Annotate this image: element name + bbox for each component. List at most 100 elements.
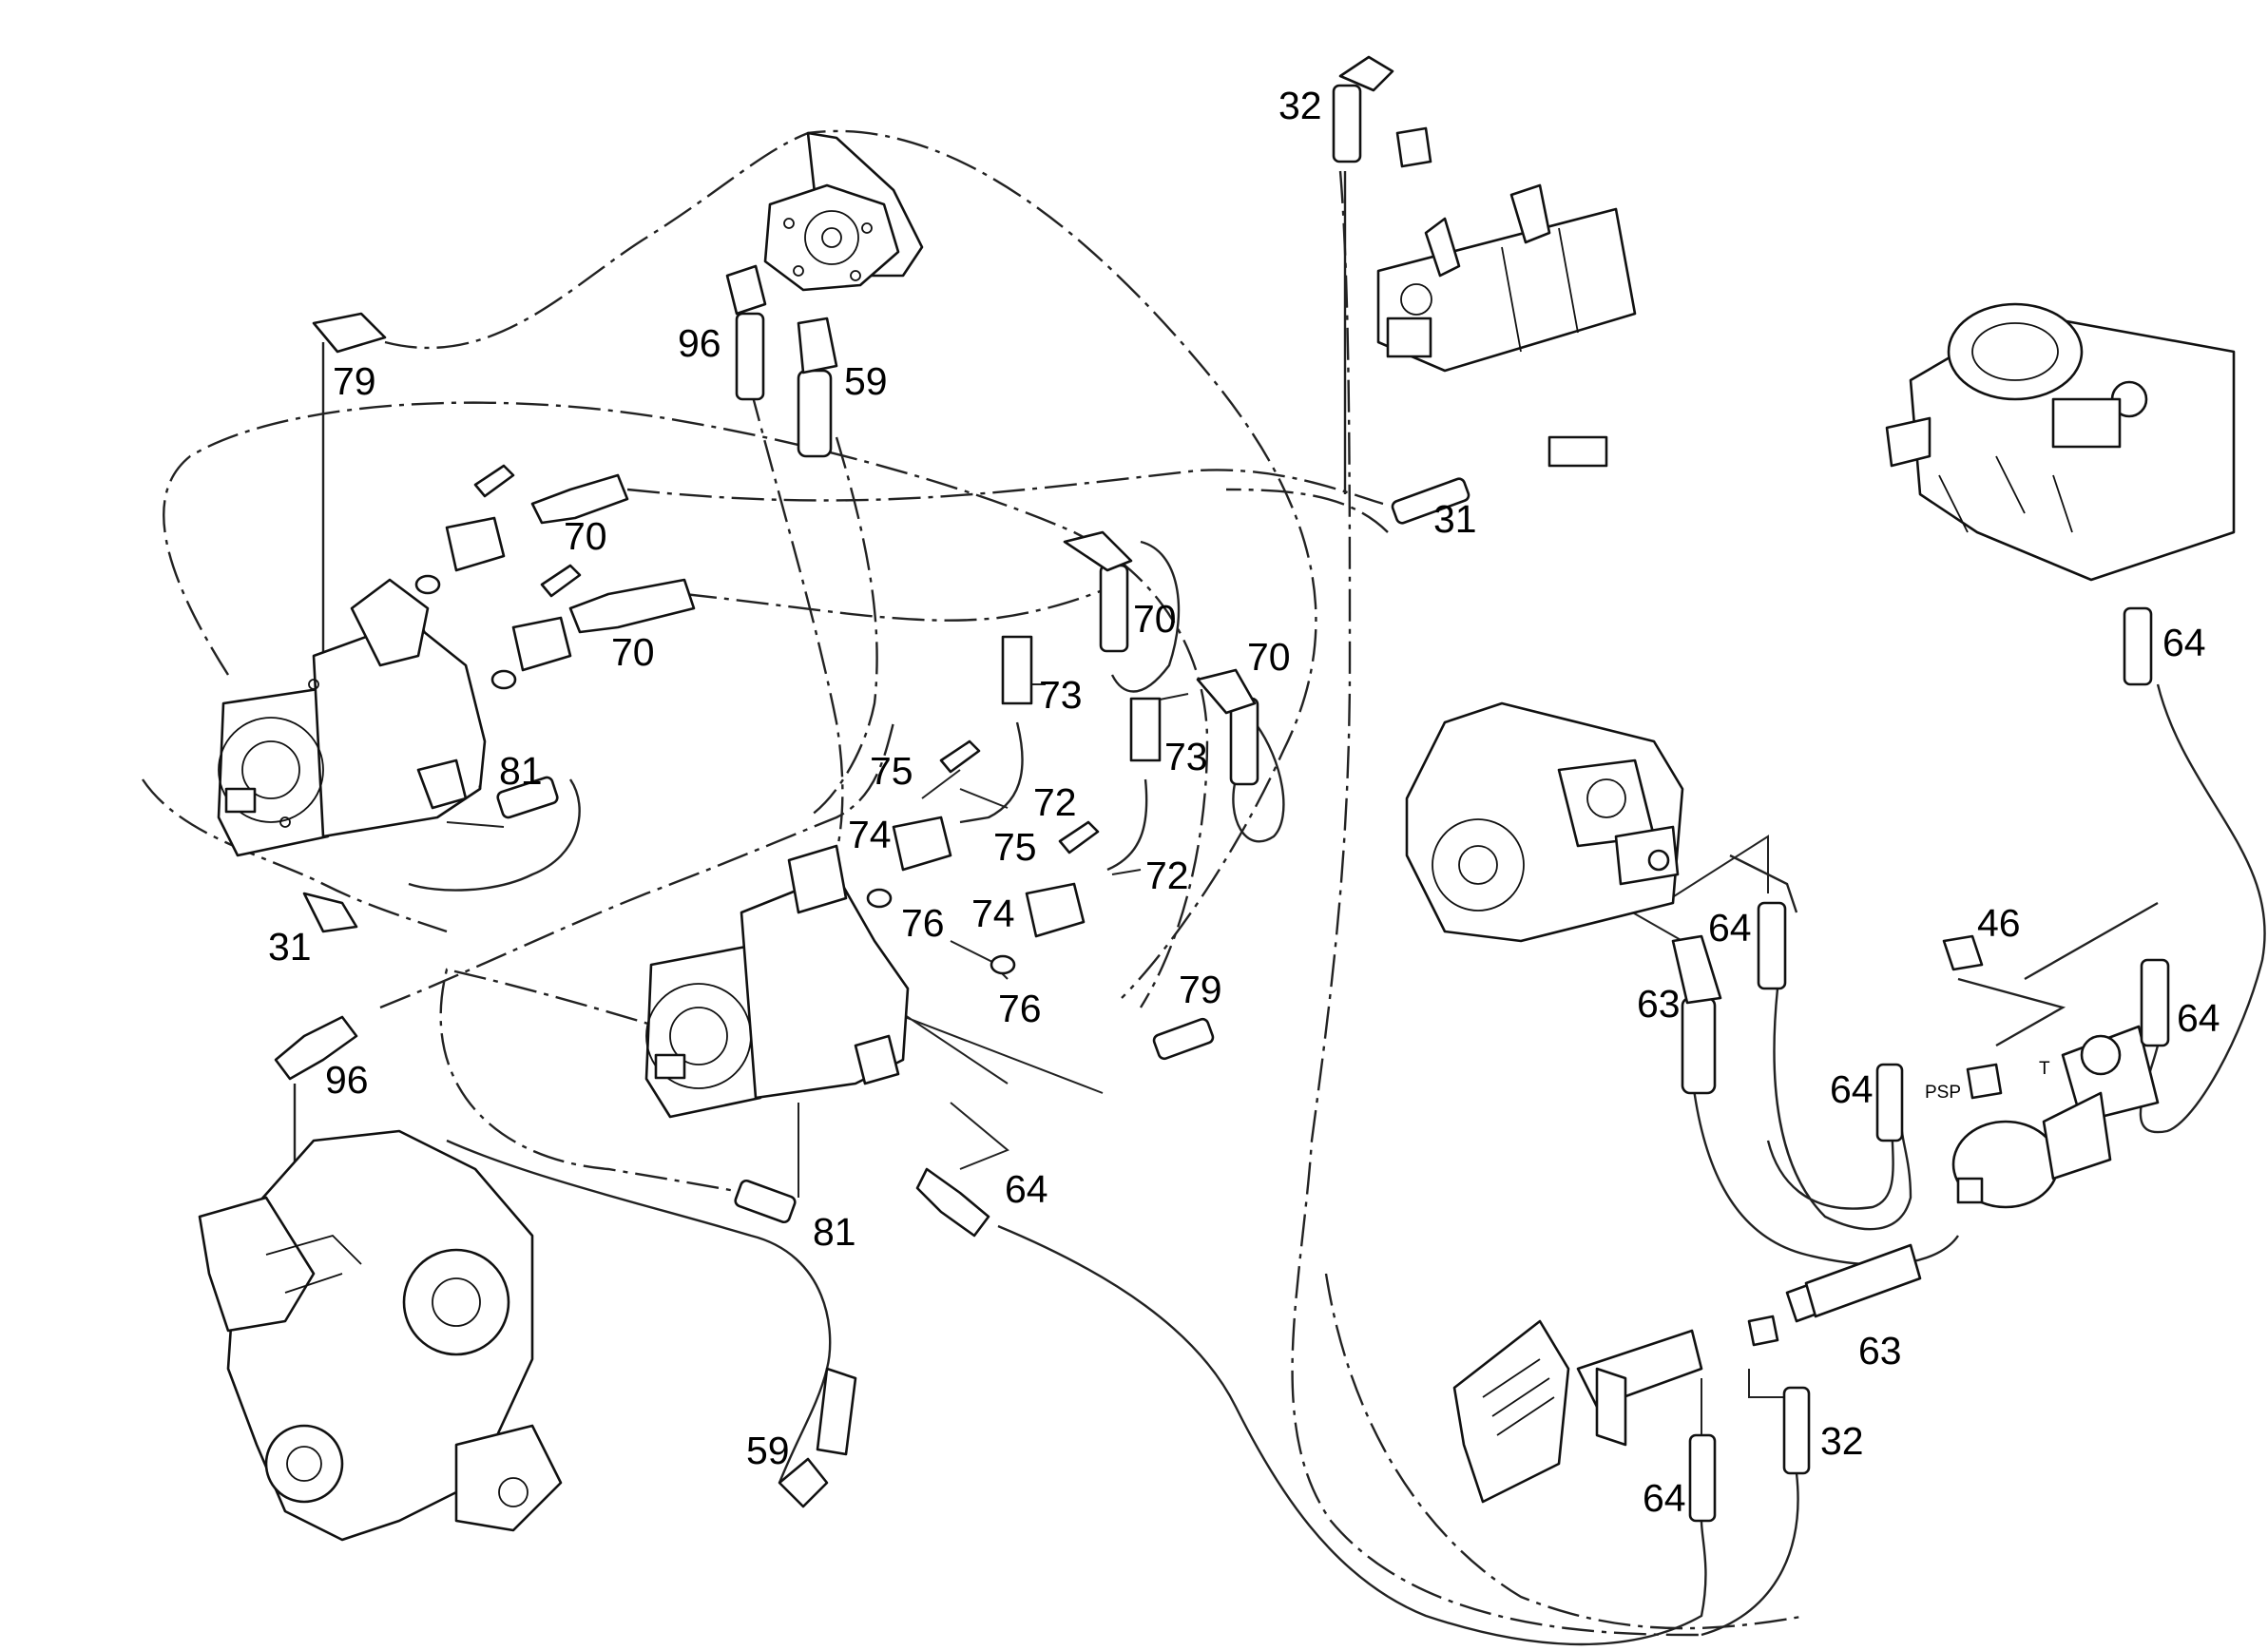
hose-64-pump	[1757, 901, 1787, 990]
callout-79-mid: 79	[1179, 968, 1222, 1011]
fitting-psp	[1966, 1063, 2003, 1100]
pipe-valve-lead	[1729, 854, 1798, 913]
pipe-64-mid	[1773, 988, 1912, 1231]
hose-64-center	[915, 1167, 990, 1238]
callout-79-top: 79	[333, 359, 376, 403]
callout-31-left: 31	[268, 925, 312, 969]
fitting-79-mid	[1152, 1017, 1215, 1061]
callout-59-upper: 59	[844, 359, 888, 403]
callout-81-right: 81	[813, 1210, 856, 1254]
callout-73-a: 73	[1039, 673, 1083, 717]
pipe-81-to-motor	[408, 778, 581, 892]
fitting-81-right	[734, 1179, 797, 1224]
flange-74-a	[892, 816, 952, 872]
hose-32-top	[1332, 84, 1362, 163]
leader-81-left	[446, 821, 505, 828]
flange-74-b	[1025, 882, 1086, 938]
callout-74-b: 74	[971, 892, 1015, 935]
tee-73-b	[1129, 697, 1162, 762]
hose-63-manifold	[1804, 1243, 1922, 1318]
route-left-big-loop	[142, 778, 448, 933]
callout-73-b: 73	[1164, 735, 1208, 778]
callout-96-lower: 96	[325, 1058, 369, 1102]
route-63-to-pump	[1225, 488, 1389, 533]
route-59-mid	[807, 436, 878, 818]
callout-64-bottom: 64	[1643, 1476, 1686, 1520]
callout-labels: 32 79 96 59 31 70 70 70 70 73 73 81 75 7…	[268, 84, 2220, 1520]
callout-64-upper-right: 64	[2162, 621, 2206, 664]
callout-32-bottom: 32	[1820, 1419, 1864, 1463]
callout-76-a: 76	[901, 901, 945, 945]
callout-72-b: 72	[1145, 854, 1189, 897]
callout-76-b: 76	[998, 987, 1042, 1030]
pipe-64-psp	[1766, 1111, 1894, 1210]
route-70-upper	[626, 469, 1384, 506]
callout-64-psp: 64	[1830, 1067, 1874, 1111]
callout-74-a: 74	[848, 813, 892, 856]
fitting-31-left	[302, 892, 358, 933]
pipe-64-center	[997, 1224, 1707, 1646]
callout-70-c: 70	[1133, 597, 1177, 641]
hose-59-upper	[797, 369, 833, 458]
fitting-79-top	[312, 312, 387, 354]
route-right-bottom	[1324, 1273, 1807, 1630]
hose-96-upper	[735, 312, 765, 401]
hose-70-b	[568, 578, 696, 634]
callout-70-d: 70	[1247, 635, 1291, 679]
pipe-32-bottom	[1701, 1472, 1799, 1637]
callout-63-pump: 63	[1637, 982, 1681, 1026]
leader-72-upper	[959, 788, 1009, 809]
callout-64-center: 64	[1005, 1167, 1048, 1211]
control-unit-upper-right	[1885, 302, 2236, 582]
hose-64-right	[2140, 958, 2170, 1047]
callout-32-top: 32	[1278, 84, 1322, 127]
hose-64-psp	[1875, 1063, 1904, 1142]
pipe-64-right-loop	[2139, 683, 2266, 1134]
callout-31-right: 31	[1433, 497, 1477, 541]
hose-70-a	[530, 473, 629, 525]
hose-96-lower	[274, 1015, 358, 1081]
pipe-63-to-63	[1690, 1073, 1959, 1266]
fitting-46	[1942, 934, 1984, 971]
leader-64-pump	[1663, 835, 1769, 904]
pipe-72-a	[959, 721, 1024, 824]
leader-75	[921, 769, 961, 799]
pipe-70-right-loop	[1232, 721, 1285, 843]
callout-46: 46	[1977, 901, 2021, 945]
leader-64-valve	[950, 1102, 1009, 1170]
hose-63-pump	[1681, 996, 1717, 1095]
route-70-lower	[683, 578, 1132, 622]
pipe-72-b	[1106, 778, 1148, 872]
pipe-46-leader	[1957, 901, 2159, 1047]
route-81-to-96	[379, 721, 895, 1009]
hose-32-bottom	[1782, 1386, 1811, 1475]
callout-81-left: 81	[499, 749, 543, 793]
fittings	[274, 55, 2170, 1523]
callout-75-b: 75	[993, 825, 1037, 869]
triple-gear-pump	[1376, 126, 1637, 468]
port-label-psp: PSP	[1925, 1083, 1961, 1103]
pipe-70-to-pump	[1110, 540, 1181, 693]
route-motor-loop	[163, 401, 1209, 1008]
seal-76-a	[866, 888, 893, 909]
bolt-75-b	[1058, 820, 1100, 854]
fitting-31-right	[1391, 477, 1470, 525]
callout-75-a: 75	[870, 749, 913, 793]
callout-96-upper: 96	[678, 321, 721, 365]
callout-63-manifold: 63	[1858, 1329, 1902, 1373]
port-label-t: T	[2039, 1059, 2050, 1079]
gear-pump-top	[763, 131, 924, 292]
hose-59-lower	[816, 1367, 857, 1456]
tee-73-a	[1001, 635, 1033, 705]
variable-pump-right	[1405, 701, 1684, 943]
routing-lines	[142, 129, 1807, 1637]
transmission-lower-left	[198, 1129, 563, 1542]
bolt-75-a	[939, 739, 981, 774]
callout-64-pump: 64	[1708, 906, 1752, 950]
route-right-tall	[1291, 170, 1702, 1637]
callout-70-b: 70	[611, 630, 655, 674]
hose-70-d	[1229, 697, 1259, 786]
valve-block-psp	[1951, 1025, 2160, 1209]
leader-72-lower	[1111, 869, 1142, 875]
